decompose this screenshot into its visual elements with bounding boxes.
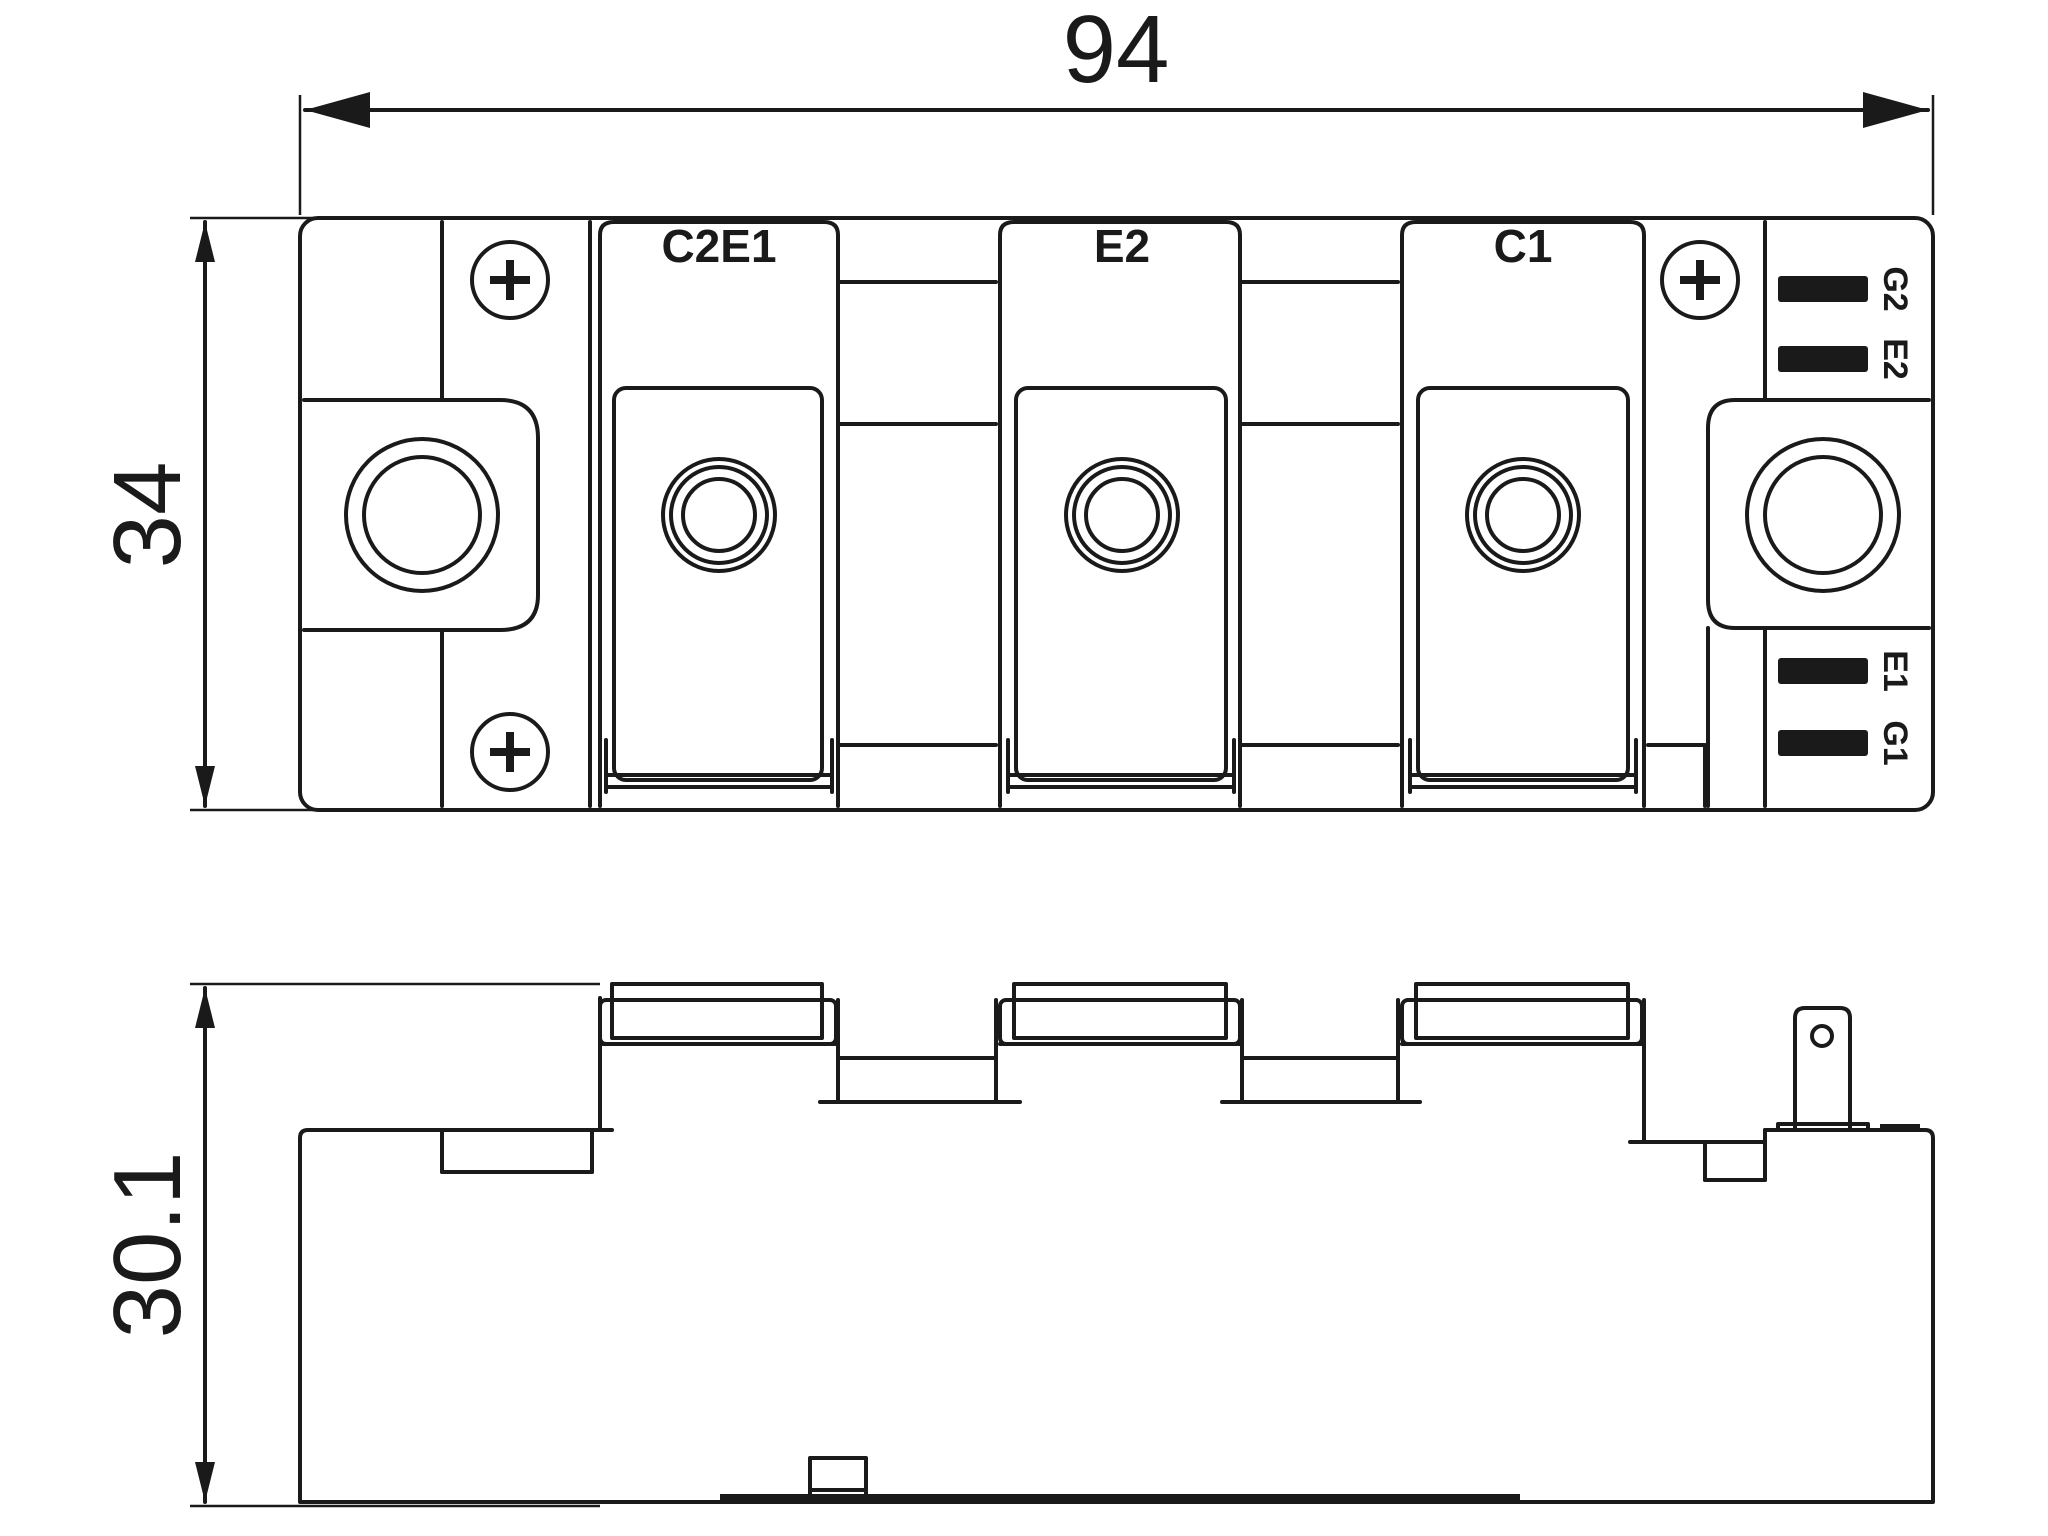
terminal-c2e1: C2E1 bbox=[598, 220, 840, 808]
bus-bar-1 bbox=[838, 280, 998, 747]
pin-e1-label: E1 bbox=[1876, 650, 1914, 692]
right-mount bbox=[1646, 220, 1931, 808]
screw-icon bbox=[470, 712, 550, 792]
height-dimension-side: 30.1 bbox=[94, 982, 600, 1508]
terminal-c2e1-label: C2E1 bbox=[661, 220, 776, 272]
side-terminal-1 bbox=[598, 982, 838, 1046]
mount-hole-left bbox=[344, 437, 500, 593]
mount-hole-right bbox=[1745, 437, 1901, 593]
control-pins-upper: G2 E2 bbox=[1778, 266, 1914, 380]
pin-e2-label: E2 bbox=[1876, 338, 1914, 380]
case-outline bbox=[298, 216, 1935, 812]
side-terminal-2 bbox=[998, 982, 1242, 1046]
terminal-c1-label: C1 bbox=[1494, 220, 1553, 272]
pin-g2-label: G2 bbox=[1876, 266, 1914, 311]
height-dimension-top-label: 34 bbox=[94, 462, 201, 569]
screw-icon bbox=[470, 240, 550, 320]
terminal-c1: C1 bbox=[1400, 220, 1646, 808]
screw-icon bbox=[1660, 240, 1740, 320]
control-pin-side bbox=[1776, 1006, 1920, 1132]
left-mount bbox=[302, 220, 592, 808]
body-outline bbox=[298, 1128, 1935, 1504]
height-dimension-side-label: 30.1 bbox=[94, 1152, 201, 1339]
pin-g1-label: G1 bbox=[1876, 720, 1914, 765]
terminal-e2-label: E2 bbox=[1094, 220, 1150, 272]
height-dimension-top: 34 bbox=[94, 216, 335, 812]
bus-bar-2 bbox=[1240, 280, 1400, 747]
side-view bbox=[298, 982, 1935, 1504]
top-view: C2E1 E2 bbox=[298, 216, 1935, 812]
side-terminal-3 bbox=[1400, 982, 1644, 1046]
control-pins-lower: E1 G1 bbox=[1778, 650, 1914, 766]
width-dimension: 94 bbox=[298, 0, 1935, 215]
width-dimension-label: 94 bbox=[1063, 0, 1170, 103]
bottom-notch bbox=[720, 1456, 1520, 1504]
terminal-e2: E2 bbox=[998, 220, 1242, 808]
